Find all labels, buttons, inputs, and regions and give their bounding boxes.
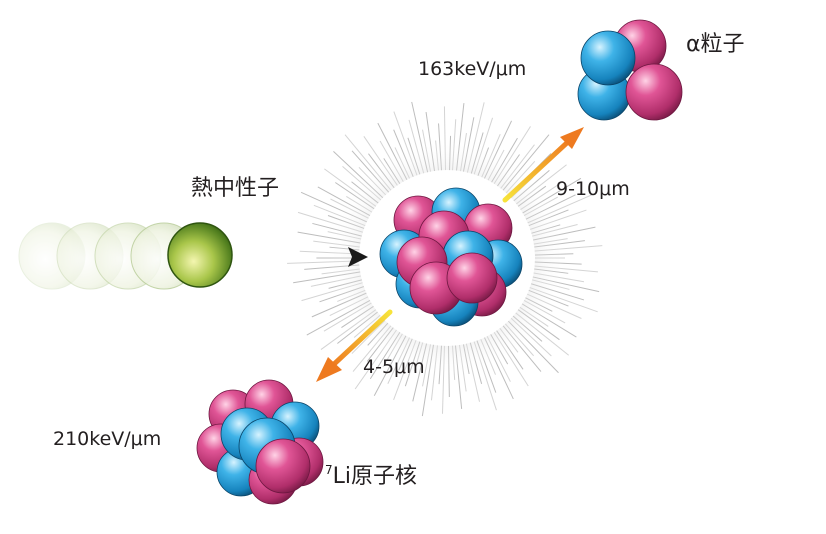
boron-nucleus — [379, 187, 523, 327]
li-let-label: 210keV/μm — [53, 428, 162, 450]
thermal-neutron-label: 熱中性子 — [191, 176, 280, 201]
lithium-nucleus-label: 7Li原子核 — [325, 464, 417, 488]
proton-sphere — [446, 252, 498, 304]
proton-sphere — [255, 438, 311, 494]
alpha-particle-label: α粒子 — [686, 32, 745, 57]
alpha-let-label: 163keV/μm — [418, 58, 527, 80]
neutron-sphere — [580, 30, 636, 86]
li-track-arrow — [316, 309, 393, 382]
alpha-particle-icon — [577, 19, 683, 121]
thermal-neutron-icon — [167, 222, 233, 288]
li-mass-number: 7 — [325, 463, 333, 477]
li-range-label: 4-5μm — [363, 356, 425, 378]
lithium-nucleus-icon — [196, 379, 324, 505]
alpha-range-label: 9-10μm — [556, 178, 630, 200]
alpha-track-arrow — [502, 127, 584, 203]
li-name: Li原子核 — [332, 464, 418, 489]
proton-sphere — [625, 63, 683, 121]
